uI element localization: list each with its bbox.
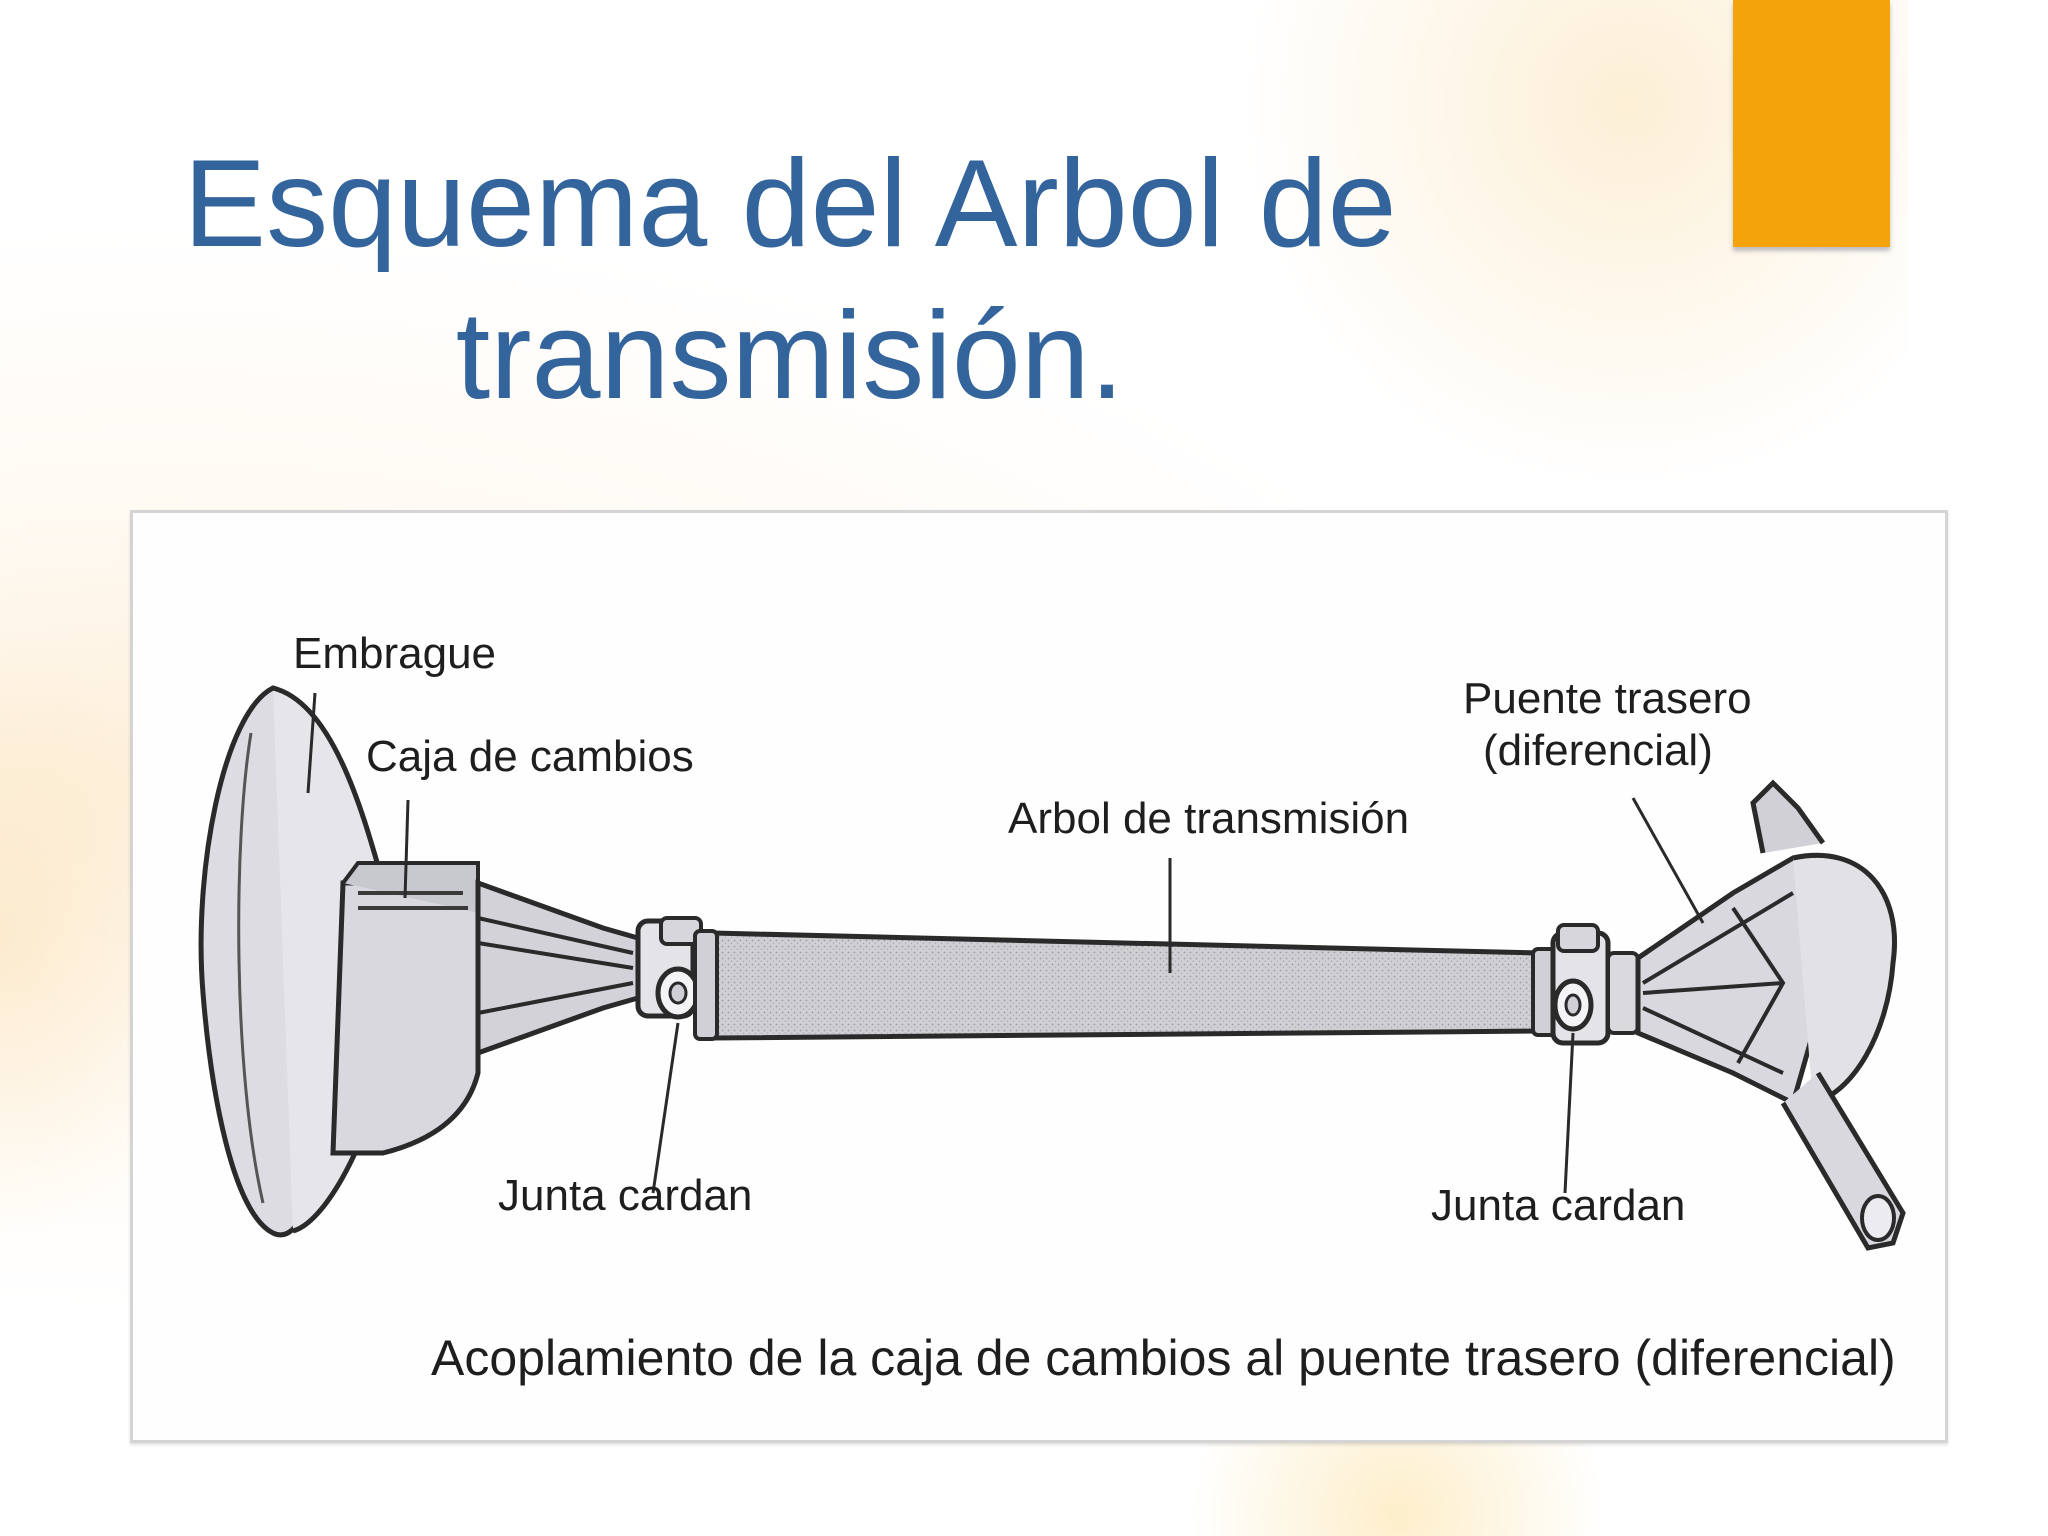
diagram-figure: Embrague Caja de cambios Arbol de transm… [130,510,1948,1443]
leader-lines [306,692,1705,1194]
label-arbol-de-transmision: Arbol de transmisión [1008,794,1409,843]
leader-junta-right [1563,1032,1575,1194]
label-embrague: Embrague [293,629,496,678]
universal-joint-right [1550,923,1640,1046]
slide-title-line-1: Esquema del Arbol de [183,135,1397,273]
diagram-caption: Acoplamiento de la caja de cambios al pu… [431,1330,1896,1386]
slide-title-line-2: transmisión. [455,287,1125,425]
accent-bar [1733,0,1890,247]
slide-title: Esquema del Arbol de transmisión. [120,128,1460,432]
leader-junta-left [651,1022,680,1194]
label-junta-cardan-right: Junta cardan [1431,1181,1685,1230]
gearbox [330,861,641,1156]
universal-joint-left [635,916,703,1020]
leader-puente [1631,797,1705,924]
label-junta-cardan-left: Junta cardan [498,1171,752,1220]
label-puente-trasero: Puente trasero [1463,674,1752,723]
leader-embrague [306,692,317,794]
drive-shaft [693,929,1557,1041]
label-diferencial: (diferencial) [1483,726,1713,775]
drivetrain-diagram: Embrague Caja de cambios Arbol de transm… [198,629,1906,1386]
rear-differential [1635,779,1906,1251]
label-caja-de-cambios: Caja de cambios [366,732,694,781]
leader-caja [403,799,410,899]
